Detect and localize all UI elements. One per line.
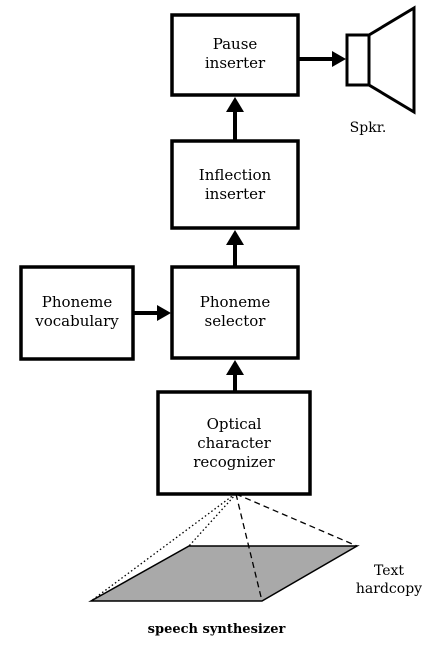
phoneme-vocabulary-label-line2: vocabulary xyxy=(34,312,119,330)
phoneme-vocabulary-label-line1: Phoneme xyxy=(42,293,113,311)
text-hardcopy-sheet xyxy=(88,545,360,602)
arrow-inflection-to-pause xyxy=(226,97,244,140)
arrow-selector-to-inflection xyxy=(226,230,244,266)
arrow-vocabulary-to-selector xyxy=(133,305,171,321)
speaker-icon xyxy=(345,5,416,115)
phoneme-vocabulary-block: Phoneme vocabulary xyxy=(19,265,135,361)
inflection-inserter-block: Inflection inserter xyxy=(170,139,300,230)
ocr-label-line3: recognizer xyxy=(193,453,275,471)
ocr-label-line1: Optical xyxy=(207,415,262,433)
pause-inserter-label-line1: Pause xyxy=(213,35,258,53)
phoneme-selector-label-line2: selector xyxy=(205,312,267,330)
speaker-label: Spkr. xyxy=(350,120,387,136)
figure-caption: speech synthesizer xyxy=(147,622,286,637)
phoneme-selector-label-line1: Phoneme xyxy=(200,293,271,311)
inflection-inserter-label-line1: Inflection xyxy=(199,166,272,184)
ocr-label-line2: character xyxy=(197,434,271,452)
hardcopy-label-line2: hardcopy xyxy=(356,581,422,597)
pause-inserter-block: Pause inserter xyxy=(170,13,300,97)
inflection-inserter-label-line2: inserter xyxy=(205,185,266,203)
arrow-to-speaker xyxy=(298,51,346,67)
pause-inserter-label-line2: inserter xyxy=(205,54,266,72)
phoneme-selector-block: Phoneme selector xyxy=(170,265,300,360)
hardcopy-label-line1: Text xyxy=(374,563,404,579)
scan-lines xyxy=(90,493,358,602)
arrow-ocr-to-selector xyxy=(226,360,244,392)
ocr-block: Optical character recognizer xyxy=(156,390,312,496)
